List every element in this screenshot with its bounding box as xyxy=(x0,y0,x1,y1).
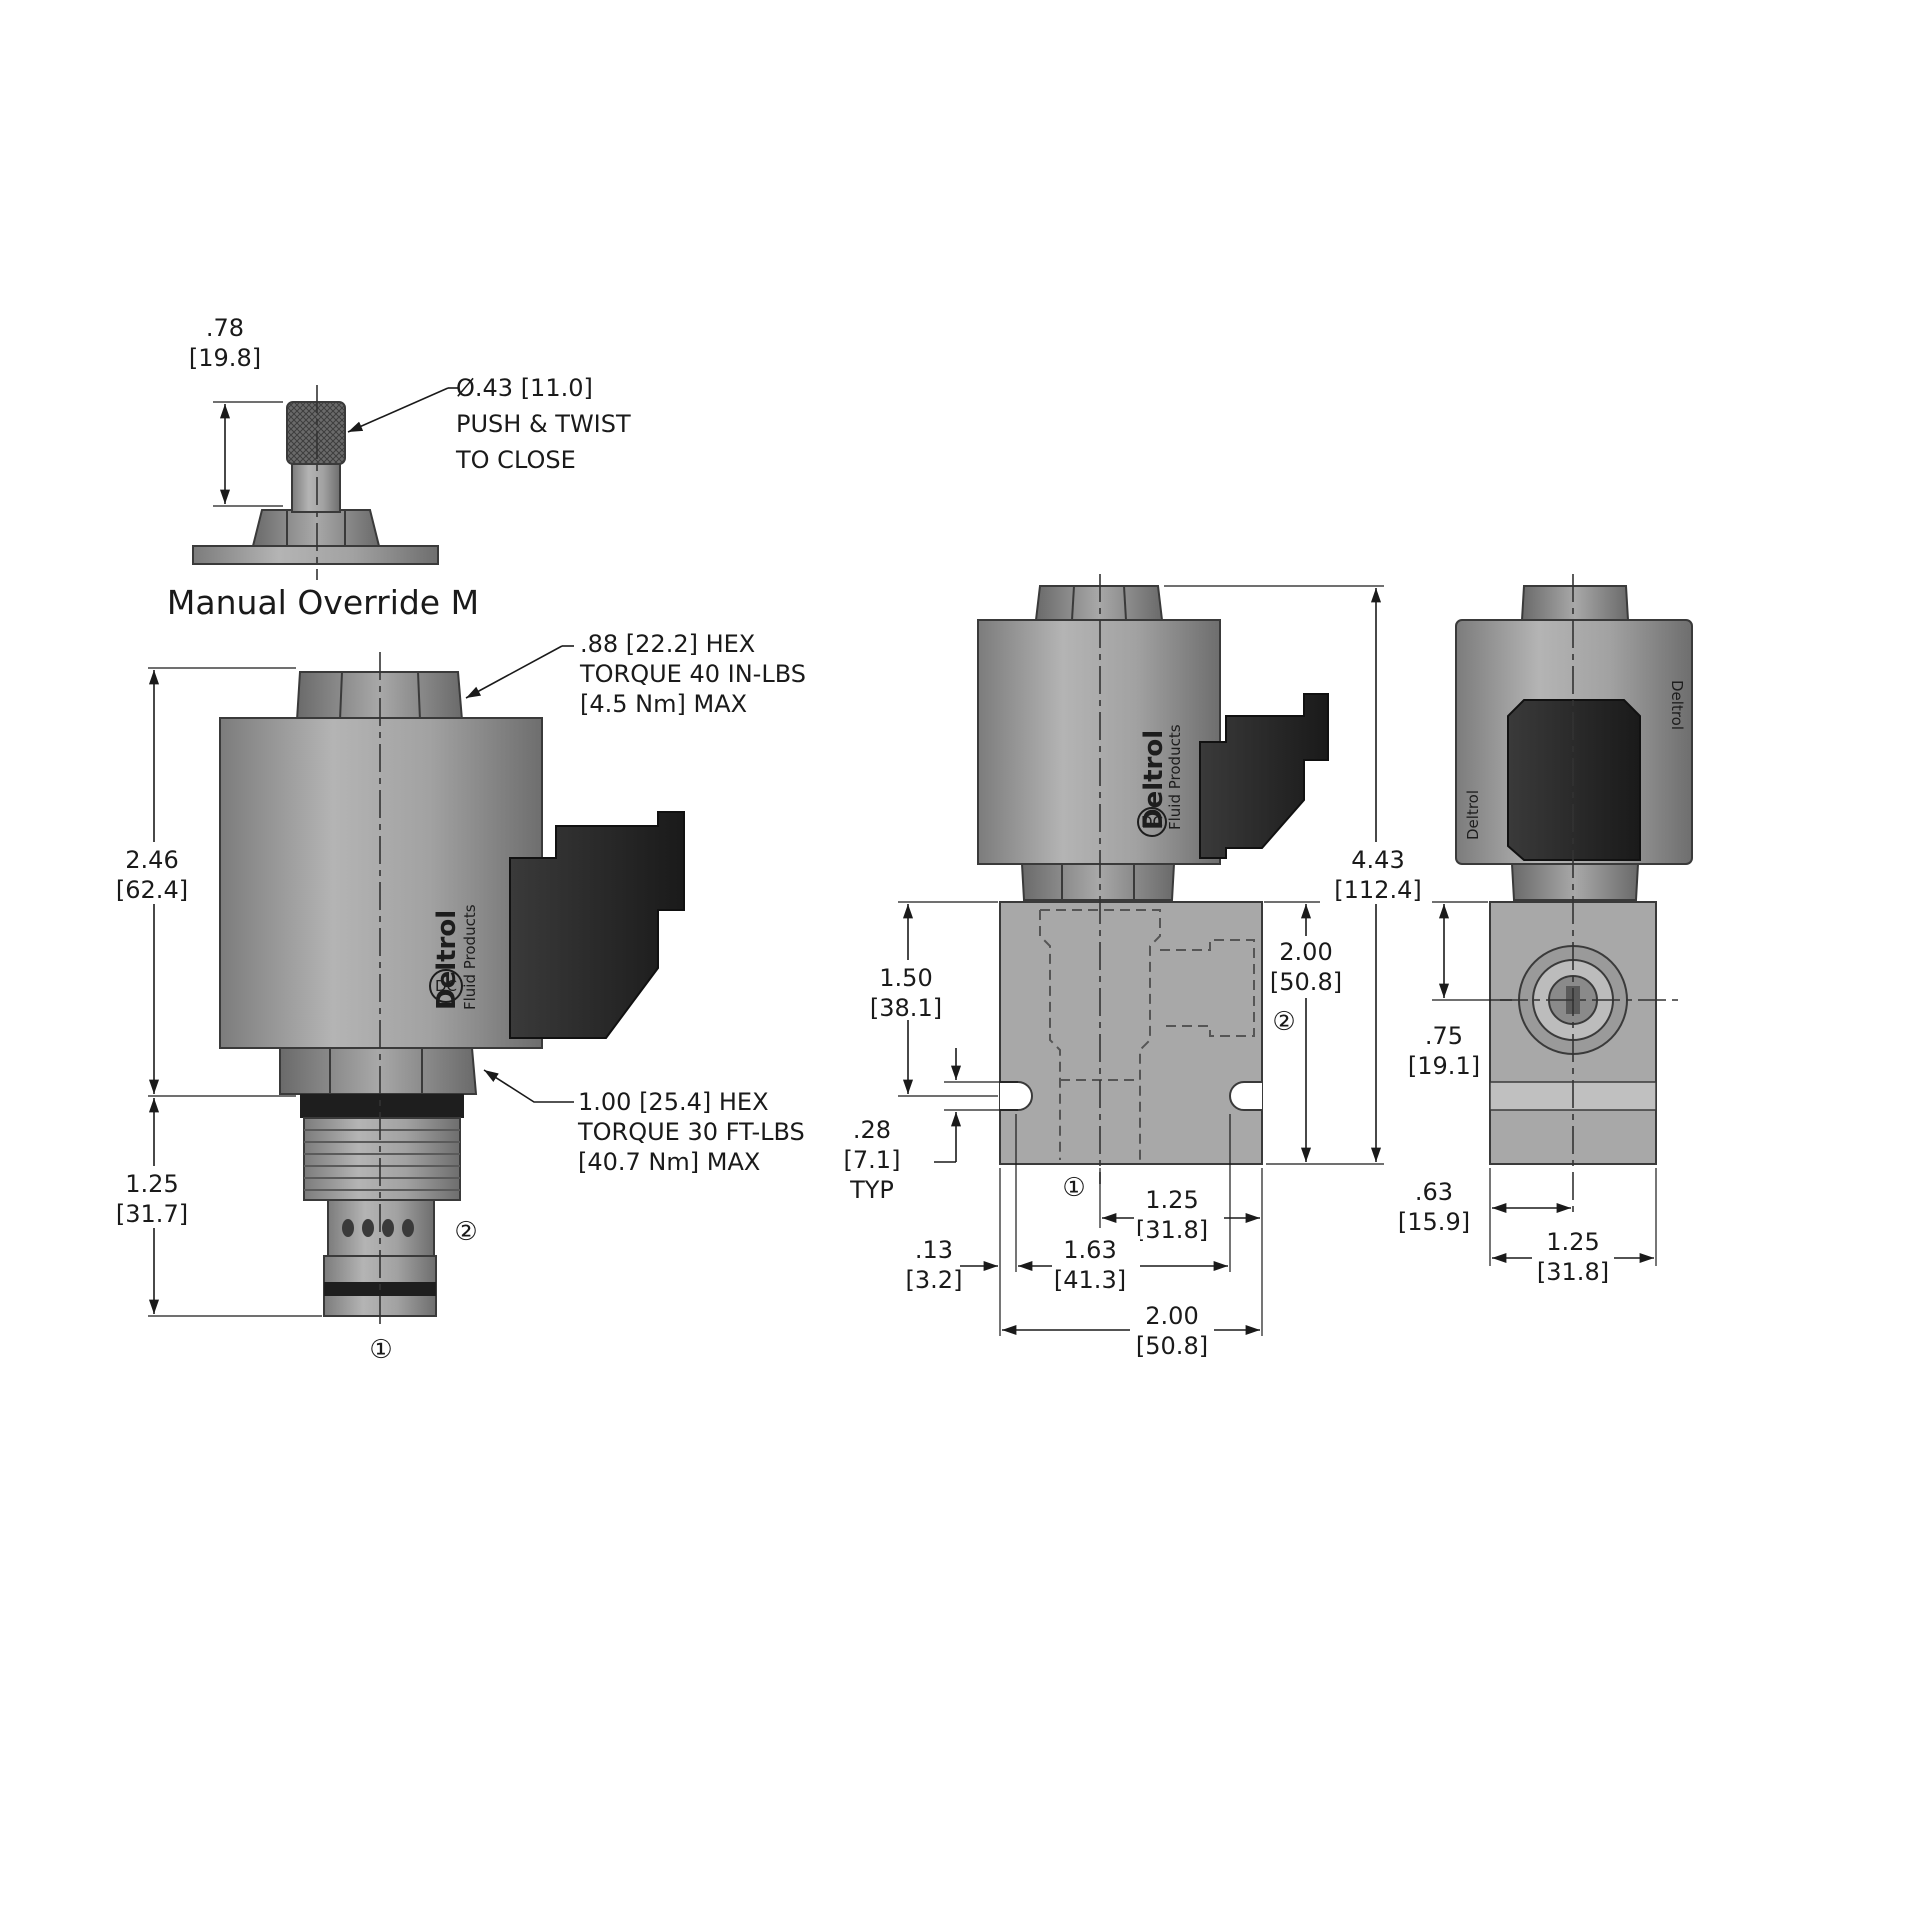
cartridge-top-hex-label: .88 [22.2] HEX xyxy=(580,630,755,658)
front-lower-hex xyxy=(1020,863,1176,901)
side-center-in: .63 xyxy=(1415,1178,1453,1206)
front-manifold-body xyxy=(999,901,1263,1165)
front-overall-height-in: 4.43 xyxy=(1351,846,1404,874)
front-view: Deltrol Fluid Products DC 4.43 [112.4] 2… xyxy=(844,574,1422,1360)
cartridge-body-height-mm: [62.4] xyxy=(116,876,188,904)
side-top-hex xyxy=(1520,585,1630,621)
cartridge-o-ring-top xyxy=(300,1094,464,1118)
front-span-163-in: 1.63 xyxy=(1063,1236,1116,1264)
front-body-height-in: 2.00 xyxy=(1279,938,1332,966)
cartridge-coil xyxy=(219,717,543,1049)
svg-text:DC: DC xyxy=(435,977,457,995)
front-body-height-mm: [50.8] xyxy=(1270,968,1342,996)
cartridge-connector xyxy=(509,811,685,1039)
front-port-1: ① xyxy=(1062,1173,1085,1203)
side-brand-left: Deltrol xyxy=(1464,790,1482,840)
front-overall-height-mm: [112.4] xyxy=(1334,876,1421,904)
cartridge-view: Deltrol Fluid Products DC xyxy=(112,630,806,1365)
front-width-in: 2.00 xyxy=(1145,1302,1198,1330)
cartridge-body-height-in: 2.46 xyxy=(125,846,178,874)
override-push-twist-label: PUSH & TWIST xyxy=(456,410,631,438)
override-height-mm: [19.8] xyxy=(189,344,261,372)
side-width-in: 1.25 xyxy=(1546,1228,1599,1256)
cartridge-port-2: ② xyxy=(454,1217,477,1247)
cartridge-insert-length-in: 1.25 xyxy=(125,1170,178,1198)
override-base-plate xyxy=(192,545,439,565)
front-logo: DC xyxy=(1137,807,1167,837)
override-diameter-label: Ø.43 [11.0] xyxy=(456,374,593,402)
front-slot-in: .28 xyxy=(853,1116,891,1144)
cartridge-bottom-hex xyxy=(279,1047,478,1095)
cartridge-bottom-hex-label: 1.00 [25.4] HEX xyxy=(578,1088,769,1116)
override-height-in: .78 xyxy=(206,314,244,342)
cartridge-port-1: ① xyxy=(369,1335,392,1365)
cartridge-bottom-hex-torque: TORQUE 30 FT-LBS xyxy=(577,1118,805,1146)
front-slot-note: TYP xyxy=(849,1176,894,1204)
side-lower-hex xyxy=(1510,863,1640,901)
side-width-mm: [31.8] xyxy=(1537,1258,1609,1286)
cartridge-insert-length-mm: [31.7] xyxy=(116,1200,188,1228)
override-to-close-label: TO CLOSE xyxy=(455,446,576,474)
side-port-height-in: .75 xyxy=(1425,1022,1463,1050)
side-brand-right: Deltrol xyxy=(1668,680,1686,730)
cartridge-brand-sub: Fluid Products xyxy=(461,904,479,1010)
svg-text:DC: DC xyxy=(1141,813,1163,831)
front-brand-sub: Fluid Products xyxy=(1166,724,1184,830)
front-span-163-mm: [41.3] xyxy=(1054,1266,1126,1294)
side-connector xyxy=(1507,699,1641,861)
front-port-2: ② xyxy=(1272,1007,1295,1037)
front-coil xyxy=(977,619,1221,865)
override-knurled-knob xyxy=(286,401,346,465)
front-offset-in: .13 xyxy=(915,1236,953,1264)
manual-override-view: .78 [19.8] Ø.43 [11.0] PUSH & TWIST TO C… xyxy=(167,314,631,622)
cartridge-top-hex-max: [4.5 Nm] MAX xyxy=(580,690,747,718)
front-top-hex xyxy=(1034,585,1164,621)
front-port-height-in: 1.50 xyxy=(879,964,932,992)
cartridge-logo: DC xyxy=(429,969,463,1003)
front-span-125-in: 1.25 xyxy=(1145,1186,1198,1214)
side-center-mm: [15.9] xyxy=(1398,1208,1470,1236)
front-port-height-mm: [38.1] xyxy=(870,994,942,1022)
side-port-height-mm: [19.1] xyxy=(1408,1052,1480,1080)
front-connector xyxy=(1199,693,1329,859)
front-slot-mm: [7.1] xyxy=(844,1146,901,1174)
override-nut xyxy=(251,509,381,547)
override-caption: Manual Override M xyxy=(167,583,479,622)
front-offset-mm: [3.2] xyxy=(906,1266,963,1294)
cartridge-bottom-hex-max: [40.7 Nm] MAX xyxy=(578,1148,760,1176)
front-span-125-mm: [31.8] xyxy=(1136,1216,1208,1244)
override-stem xyxy=(291,459,341,513)
side-view: Deltrol Deltrol .75 [19.1] .63 [15.9] 1.… xyxy=(1398,574,1693,1288)
cartridge-top-hex-torque: TORQUE 40 IN-LBS xyxy=(579,660,806,688)
front-width-mm: [50.8] xyxy=(1136,1332,1208,1360)
cartridge-brand-name: Deltrol xyxy=(432,910,462,1010)
